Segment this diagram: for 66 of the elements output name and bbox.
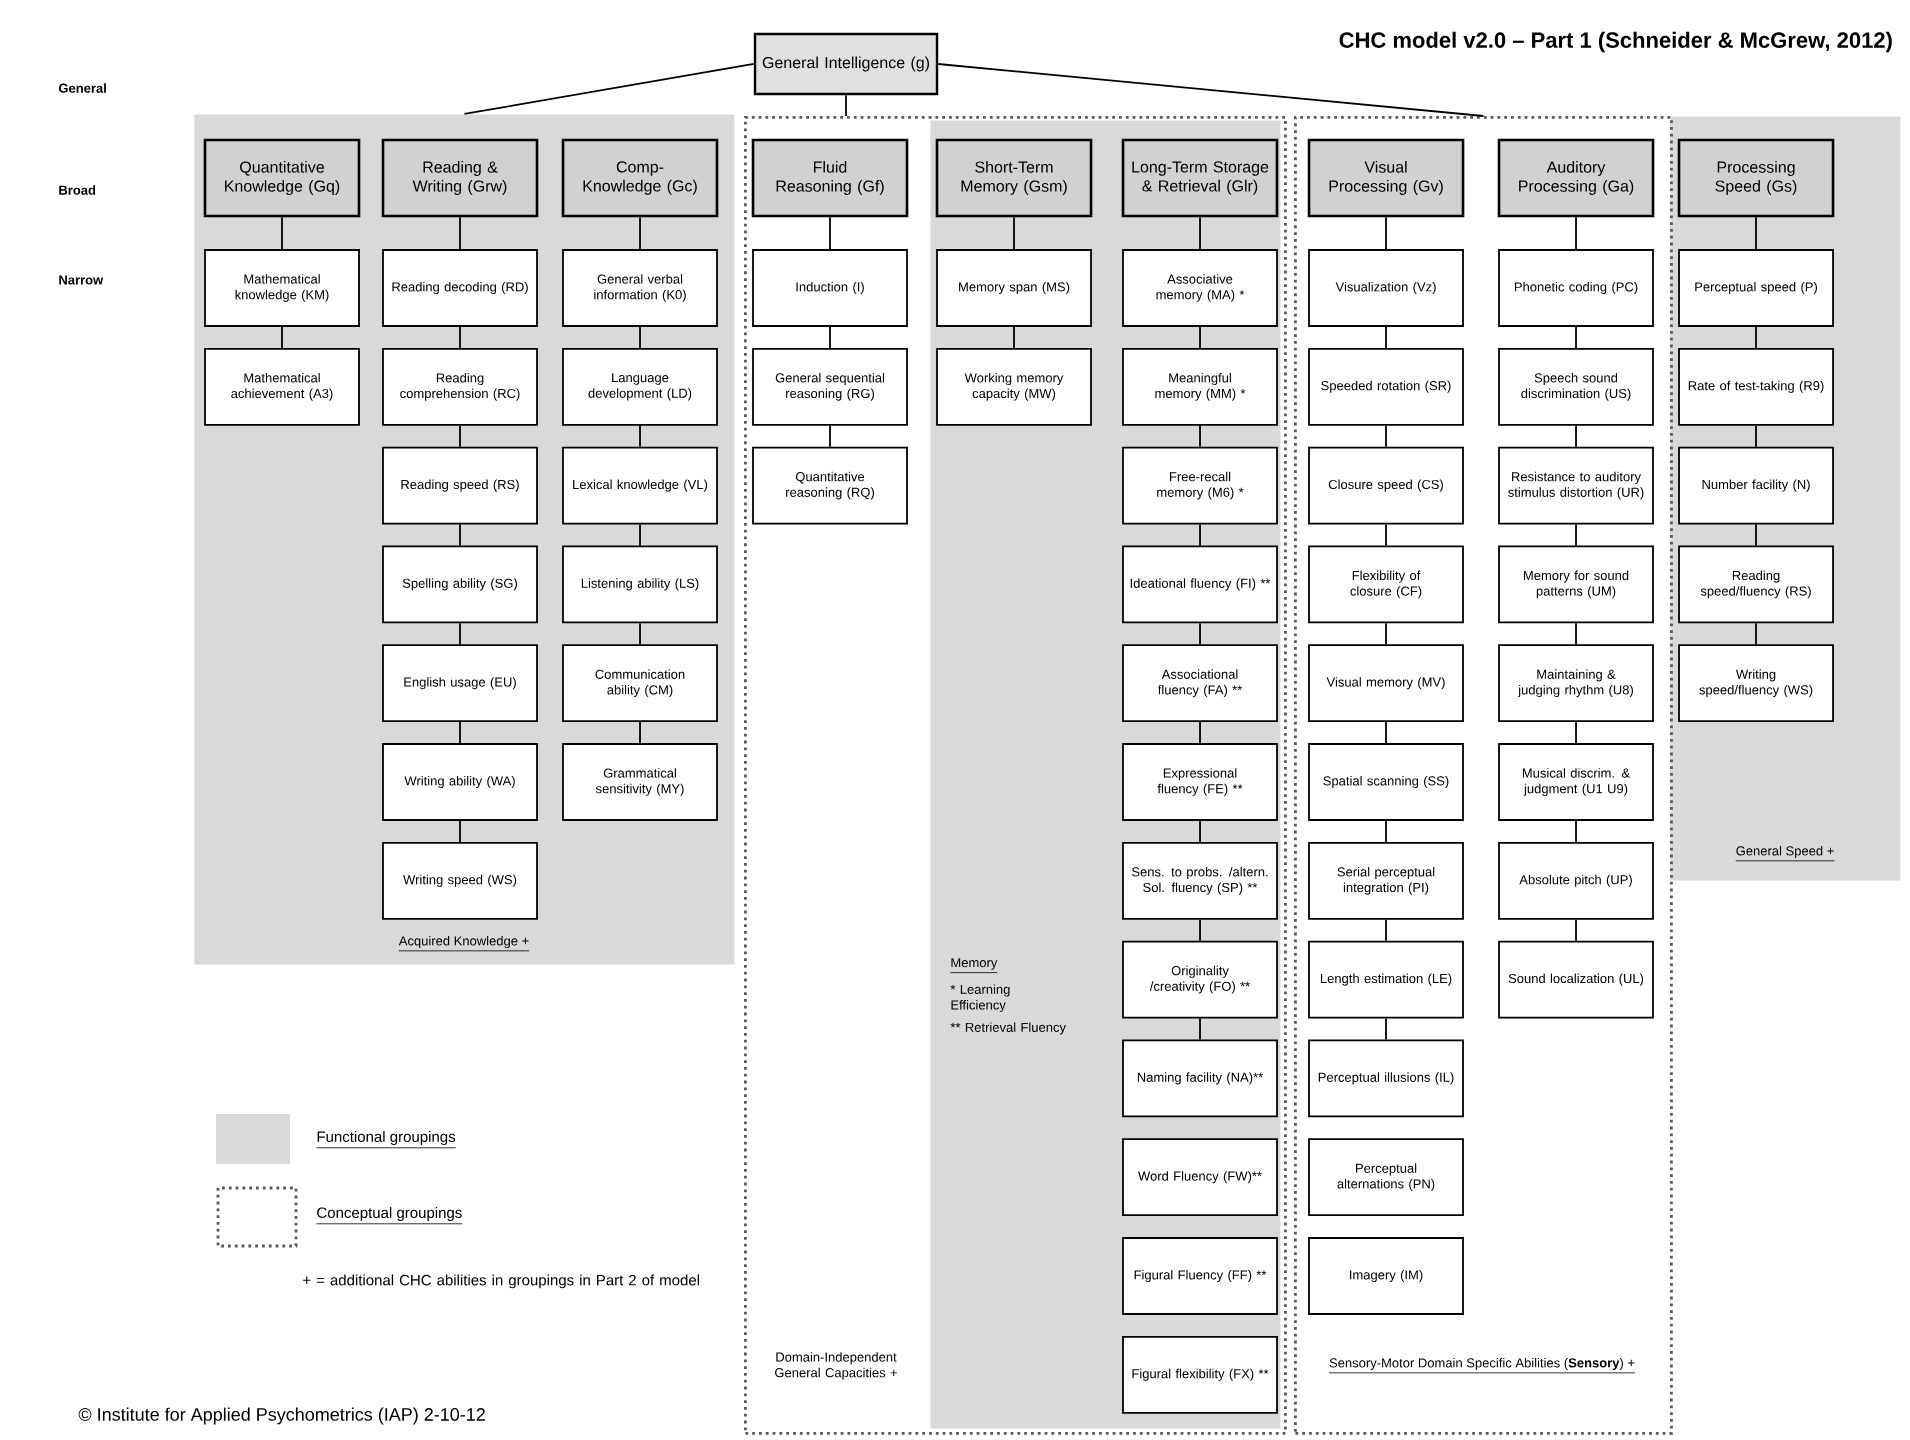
broad-ability-box: Short-Term Memory (Gsm)	[935, 138, 1093, 218]
connector-line	[1575, 622, 1577, 646]
connector-line	[1385, 918, 1387, 942]
connector-line	[1575, 326, 1577, 349]
connector-line	[1385, 523, 1387, 547]
connector-line	[1575, 721, 1577, 744]
broad-ability-box: Reading & Writing (Grw)	[381, 138, 539, 218]
connector-line	[1199, 1017, 1201, 1041]
connector-line	[1385, 721, 1387, 744]
connector-line	[1199, 820, 1201, 843]
connector-line	[281, 216, 283, 250]
broad-ability-box: Visual Processing (Gv)	[1307, 138, 1465, 218]
connector-line	[829, 424, 831, 448]
broad-ability-box: Auditory Processing (Ga)	[1497, 138, 1655, 218]
connector-line	[1385, 326, 1387, 349]
connector-line	[1385, 820, 1387, 843]
connector-line	[845, 94, 847, 117]
broad-ability-box: Processing Speed (Gs)	[1677, 138, 1835, 218]
connector-line	[1575, 216, 1577, 250]
connector-line	[459, 424, 461, 448]
connector-line	[639, 622, 641, 646]
connector-line	[639, 523, 641, 547]
connector-line	[639, 216, 641, 250]
connector-line	[1575, 424, 1577, 448]
connector-line	[639, 424, 641, 448]
connector-line	[1755, 326, 1757, 349]
connector-line	[1199, 721, 1201, 744]
connector-line	[1755, 523, 1757, 547]
connector-line	[1755, 216, 1757, 250]
connector-line	[937, 63, 1485, 117]
connector-line	[1385, 424, 1387, 448]
connector-line	[281, 326, 283, 349]
connector-line	[1755, 622, 1757, 646]
connector-line	[459, 721, 461, 744]
connector-line	[459, 326, 461, 349]
broad-ability-box: Fluid Reasoning (Gf)	[751, 138, 909, 218]
root-box: General Intelligence (g)	[753, 32, 939, 96]
connector-line	[829, 216, 831, 250]
connector-line	[459, 820, 461, 843]
connector-line	[459, 523, 461, 547]
connector-line	[1013, 216, 1015, 250]
connector-line	[459, 622, 461, 646]
connector-line	[1013, 326, 1015, 349]
connector-line	[1755, 424, 1757, 448]
connector-line	[1575, 820, 1577, 843]
connector-line	[1199, 424, 1201, 448]
connector-line	[1199, 622, 1201, 646]
connector-line	[829, 326, 831, 349]
connector-line	[1199, 326, 1201, 349]
connector-line	[1199, 216, 1201, 250]
connector-line	[1385, 216, 1387, 250]
broad-ability-box: Comp-Knowledge (Gc)	[561, 138, 719, 218]
connector-line	[1199, 523, 1201, 547]
copyright-text: © Institute for Applied Psychometrics (IAP) 2-10-12	[78, 1407, 485, 1425]
connector-line	[1575, 523, 1577, 547]
connector-line	[639, 326, 641, 349]
connector-line	[463, 63, 755, 115]
connector-line	[1385, 622, 1387, 646]
connector-line	[1385, 1017, 1387, 1041]
broad-ability-box: Long-Term Storage & Retrieval (Glr)	[1121, 138, 1279, 218]
connector-line	[1199, 918, 1201, 942]
connector-line	[639, 721, 641, 744]
title: CHC model v2.0 – Part 1 (Schneider & McGrew, 2012)	[1339, 31, 1892, 53]
connector-line	[1575, 918, 1577, 942]
broad-ability-box: Quantitative Knowledge (Gq)	[203, 138, 361, 218]
connector-line	[459, 216, 461, 250]
